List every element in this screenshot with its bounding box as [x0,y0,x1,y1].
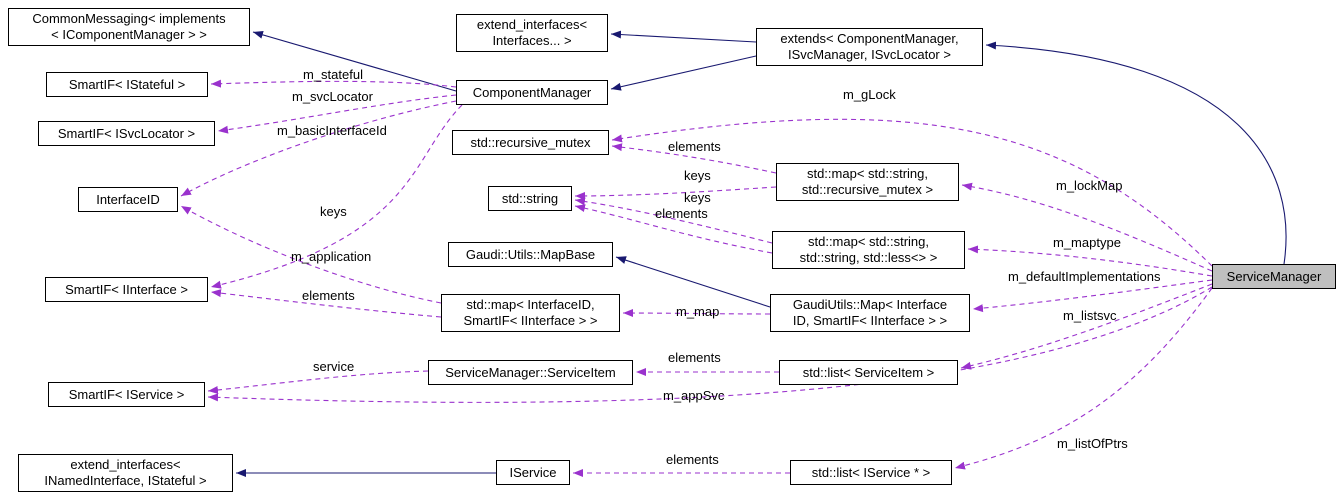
edge-extends-to-componentmanager [610,55,757,91]
edge-componentmanager-to-commonmessaging [252,30,457,92]
edge-label-elements-string: elements [655,206,708,221]
edge-label-m-listofptrs: m_listOfPtrs [1057,436,1128,451]
node-std-string[interactable]: std::string [488,186,572,211]
edge-label-m-svclocator: m_svcLocator [292,89,373,104]
edge-label-elements-iservice: elements [666,452,719,467]
node-smartif-isvclocator[interactable]: SmartIF< ISvcLocator > [38,121,215,146]
edge-label-m-lockmap: m_lockMap [1056,178,1123,193]
node-extends-componentmanager[interactable]: extends< ComponentManager, ISvcManager, … [756,28,983,66]
node-smartif-iservice[interactable]: SmartIF< IService > [48,382,205,407]
node-std-list-serviceitem[interactable]: std::list< ServiceItem > [779,360,958,385]
node-componentmanager[interactable]: ComponentManager [456,80,608,105]
edge-keys-string-from-lockmap [574,186,777,200]
edge-label-m-listsvc: m_listsvc [1063,308,1117,323]
edge-label-elements-serviceitem: elements [668,350,721,365]
edge-label-service: service [313,359,355,374]
node-common-messaging[interactable]: CommonMessaging< implements < IComponent… [8,8,250,46]
edge-m-maptype [967,245,1213,277]
edge-m-lockmap [961,182,1213,272]
edge-label-m-glock: m_gLock [843,87,896,102]
node-std-map-string-mutex[interactable]: std::map< std::string, std::recursive_mu… [776,163,959,201]
node-extend-interfaces-inamedinterface[interactable]: extend_interfaces< INamedInterface, ISta… [18,454,233,492]
node-extend-interfaces-interfaces[interactable]: extend_interfaces< Interfaces... > [456,14,608,52]
edge-label-elements-mutex: elements [668,139,721,154]
edge-m-defaultimplementations [972,279,1213,313]
edge-elements-iinterface [210,289,442,318]
edge-keys-string-from-maptype [574,197,773,244]
edge-elements-string-from-maptype [574,204,773,254]
edge-label-m-maptype: m_maptype [1053,235,1121,250]
edge-m-basicinterfaceid [180,100,457,197]
edge-label-keys-string-1: keys [684,168,711,183]
node-std-map-string-string[interactable]: std::map< std::string, std::string, std:… [772,231,965,269]
node-servicemanager: ServiceManager [1212,264,1336,289]
node-gaudiutils-map[interactable]: GaudiUtils::Map< Interface ID, SmartIF< … [770,294,970,332]
edge-label-m-stateful: m_stateful [303,67,363,82]
edge-servicemanager-to-extends [985,41,1287,265]
edge-m-appsvc [207,286,1213,403]
edge-label-m-application: m_application [291,249,372,264]
node-smartif-iinterface[interactable]: SmartIF< IInterface > [45,277,208,302]
edge-m-stateful [210,79,457,88]
edge-m-application [210,104,463,289]
edge-m-listsvc [960,283,1213,370]
edge-label-m-map: m_map [676,304,720,319]
edge-label-keys-string-2: keys [684,190,711,205]
edge-gaudiutilsmap-to-mapbase [615,256,771,308]
edge-m-map [622,309,771,318]
edge-label-m-defaultimplementations: m_defaultImplementations [1008,269,1161,284]
node-smartif-istateful[interactable]: SmartIF< IStateful > [46,72,208,97]
edge-m-svclocator [217,94,457,134]
node-std-map-interfaceid[interactable]: std::map< InterfaceID, SmartIF< IInterfa… [441,294,620,332]
edge-service [207,370,429,394]
edge-label-keys-interfaceid: keys [320,204,347,219]
node-std-list-iservice-ptr[interactable]: std::list< IService * > [790,460,952,485]
node-gaudi-utils-mapbase[interactable]: Gaudi::Utils::MapBase [448,242,613,267]
node-iservice[interactable]: IService [496,460,570,485]
edge-label-elements-iinterface: elements [302,288,355,303]
edge-m-listofptrs [954,287,1213,470]
edge-keys-interfaceid [180,205,442,304]
node-servicemanager-serviceitem[interactable]: ServiceManager::ServiceItem [428,360,633,385]
edge-label-m-basicinterfaceid: m_basicInterfaceId [277,123,387,138]
edge-elements-mutex [611,143,777,174]
node-std-recursive-mutex[interactable]: std::recursive_mutex [452,130,609,155]
edge-extends-to-extendinterfaces [610,30,757,43]
edge-label-m-appsvc: m_appSvc [663,388,725,403]
node-interfaceid[interactable]: InterfaceID [78,187,178,212]
